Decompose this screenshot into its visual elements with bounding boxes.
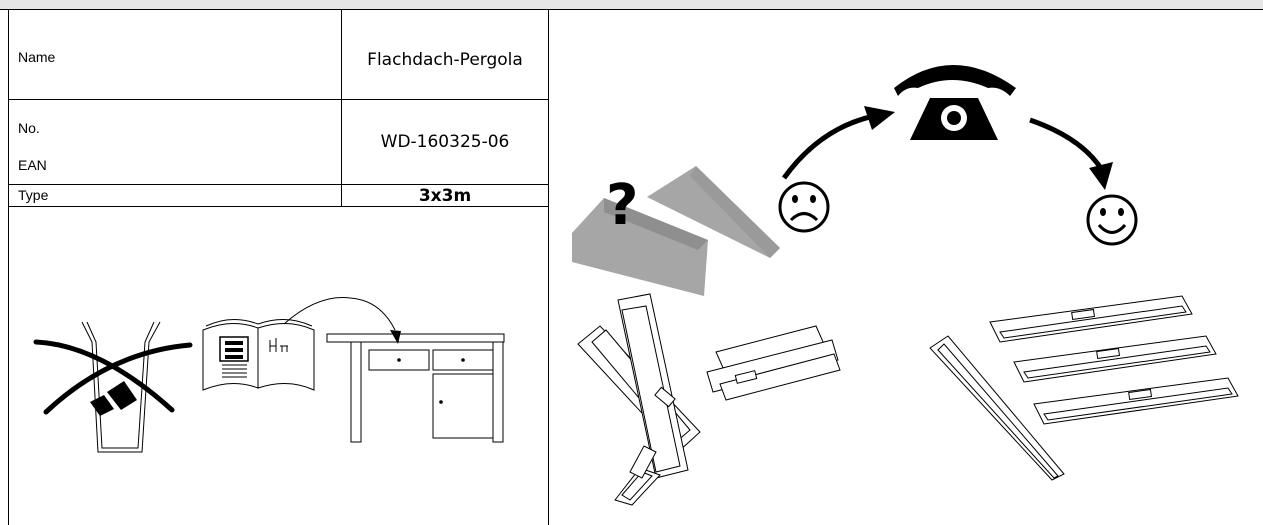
svg-text:?: ? bbox=[606, 173, 638, 238]
info-sheet: Name Flachdach-Pergola No. EAN WD-160325… bbox=[0, 10, 1263, 525]
no-label: No. bbox=[18, 120, 40, 136]
name-label: Name bbox=[18, 49, 56, 65]
header-bar bbox=[0, 0, 1263, 10]
ean-label: EAN bbox=[18, 157, 47, 173]
no-value: WD-160325-06 bbox=[380, 132, 510, 152]
type-value: 3x3m bbox=[418, 186, 472, 206]
name-value: Flachdach-Pergola bbox=[367, 50, 523, 70]
type-label: Type bbox=[18, 187, 49, 203]
